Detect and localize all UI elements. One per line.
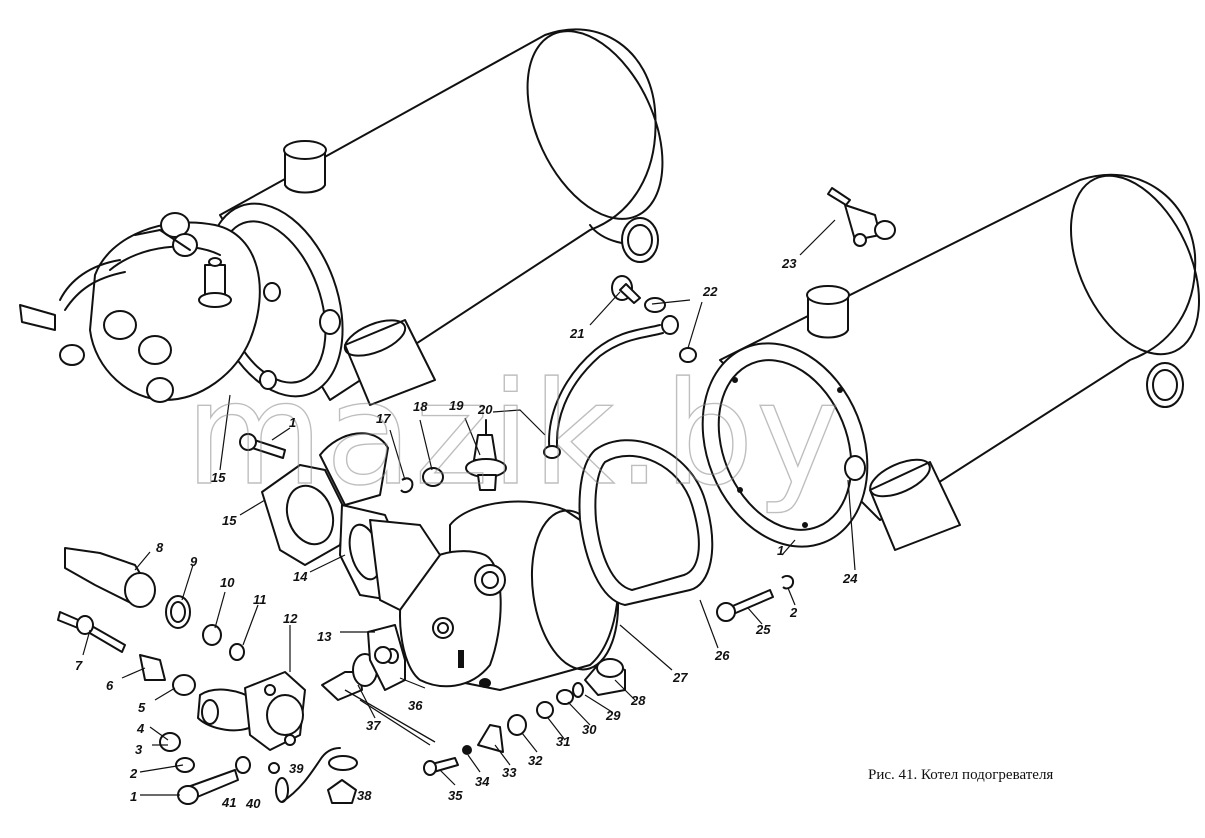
small-parts-left <box>57 547 358 805</box>
callout-number: 36 <box>408 698 423 713</box>
callout-number: 31 <box>556 734 570 749</box>
callout-number: 13 <box>317 629 332 644</box>
callout-number: 26 <box>714 648 730 663</box>
callout-number: 9 <box>190 554 198 569</box>
flame-glow-plug-19-20 <box>465 419 507 491</box>
callout-number: 23 <box>781 256 797 271</box>
figure-caption: Рис. 41. Котел подогревателя <box>868 767 1053 783</box>
callout-number: 25 <box>755 622 771 637</box>
callout-numbers: 1 15 17 18 19 20 21 22 23 15 14 13 8 9 1… <box>75 256 858 811</box>
callout-number: 20 <box>477 402 493 417</box>
leader-lines <box>82 219 856 796</box>
callout-number: 5 <box>138 700 146 715</box>
bolts-right <box>239 433 795 622</box>
callout-number: 37 <box>366 718 381 733</box>
callout-number: 33 <box>502 765 517 780</box>
callout-number: 14 <box>293 569 308 584</box>
callout-number: 24 <box>842 571 858 586</box>
callout-number: 39 <box>289 761 304 776</box>
burner-head-assembly <box>19 212 261 403</box>
callout-number: 28 <box>630 693 646 708</box>
callout-number: 32 <box>528 753 543 768</box>
callout-number: 11 <box>253 592 267 607</box>
callout-number: 6 <box>106 678 114 693</box>
callout-number: 19 <box>449 398 464 413</box>
callout-number: 7 <box>75 658 83 673</box>
callout-number: 3 <box>135 742 143 757</box>
fuel-tube-20-21-22 <box>543 275 697 459</box>
callout-number: 22 <box>702 284 718 299</box>
callout-number: 2 <box>129 766 138 781</box>
callout-number: 38 <box>357 788 372 803</box>
callout-number: 1 <box>289 415 296 430</box>
gasket-26 <box>578 439 714 606</box>
callout-number: 2 <box>789 605 798 620</box>
elbow-flanges-14-15 <box>261 432 441 611</box>
callout-number: 1 <box>130 789 137 804</box>
callout-number: 30 <box>582 722 597 737</box>
callout-number: 8 <box>156 540 164 555</box>
callout-number: 1 <box>777 543 784 558</box>
boiler-end-flange-right <box>701 342 869 548</box>
callout-number: 17 <box>376 411 391 426</box>
watermark: mazik.by <box>185 352 842 517</box>
callout-number: 27 <box>672 670 688 685</box>
callout-number: 10 <box>220 575 235 590</box>
callout-number: 15 <box>222 513 237 528</box>
callout-number: 21 <box>569 326 584 341</box>
callout-number: 4 <box>136 721 145 736</box>
callout-number: 29 <box>605 708 621 723</box>
burner-housing-27 <box>399 500 620 691</box>
drain-valve-23 <box>827 187 896 247</box>
callout-number: 18 <box>413 399 428 414</box>
callout-number: 40 <box>245 796 261 811</box>
callout-number: 15 <box>211 470 226 485</box>
callout-number: 34 <box>475 774 490 789</box>
callout-number: 41 <box>221 795 236 810</box>
callout-number: 12 <box>283 611 298 626</box>
small-parts-middle <box>321 624 626 776</box>
callout-number: 35 <box>448 788 463 803</box>
